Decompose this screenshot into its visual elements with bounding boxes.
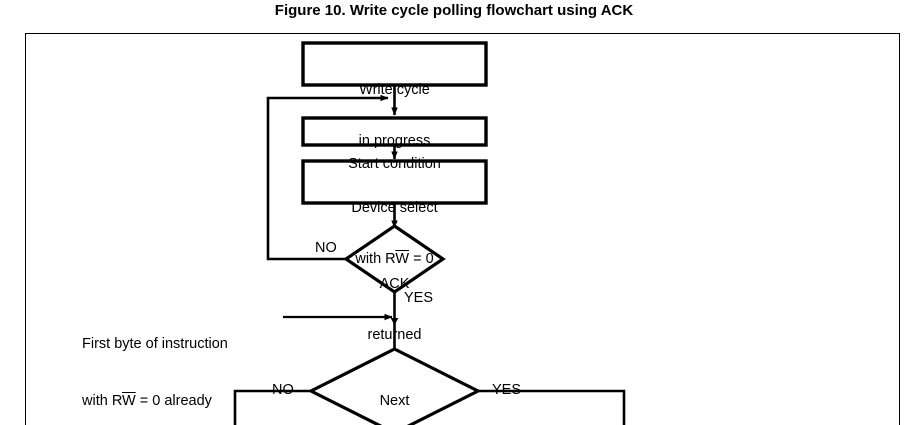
label-line-2: returned	[367, 327, 422, 343]
branch-label-ack-yes: YES	[404, 290, 434, 306]
label-line-2: in progress	[358, 133, 431, 149]
annotation-line-2: with RW = 0 already	[82, 392, 297, 411]
rw-overline-bit: W	[395, 251, 410, 267]
rw-prefix: with R	[355, 251, 396, 267]
edge-next-no	[233, 389, 311, 425]
label-line-2: with RW = 0	[303, 251, 486, 268]
node-start-condition-label: Start condition	[303, 122, 486, 207]
node-device-select-shape	[301, 159, 488, 205]
label-line-1: Device select	[351, 200, 438, 216]
figure-title: Figure 10. Write cycle polling flowchart…	[274, 2, 634, 19]
branch-label-next-yes: YES	[492, 382, 522, 398]
label-line-1: Write cycle	[359, 82, 430, 98]
figure-frame	[25, 33, 900, 425]
label-line-1: ACK	[379, 276, 410, 292]
node-ack-returned-label: ACK returned	[346, 242, 443, 378]
rw-prefix: with R	[82, 393, 123, 409]
node-device-select-label: Device select with RW = 0	[303, 166, 486, 302]
annotation-line-1: First byte of instruction	[82, 336, 228, 352]
edge-next-yes	[478, 389, 626, 425]
rw-overline-bit: W	[122, 393, 136, 409]
rw-suffix: = 0	[409, 251, 434, 267]
node-next-operation-label: Next Operation is addressing the memory	[311, 359, 478, 425]
label-line-1: Next	[379, 393, 410, 409]
edge-yes-junction-arrowhead	[390, 318, 399, 325]
node-write-cycle-in-progress-label: Write cycle in progress	[303, 48, 486, 184]
branch-label-next-no: NO	[272, 382, 294, 398]
branch-label-ack-no: NO	[315, 240, 337, 256]
node-next-operation-shape	[307, 347, 482, 425]
node-start-condition-shape	[301, 116, 488, 147]
rw-suffix: = 0 already	[135, 393, 212, 409]
edge-ack-no-loopback	[266, 94, 389, 261]
label-line-1: Start condition	[348, 156, 441, 172]
annotation-first-byte: First byte of instruction with RW = 0 al…	[82, 297, 297, 425]
